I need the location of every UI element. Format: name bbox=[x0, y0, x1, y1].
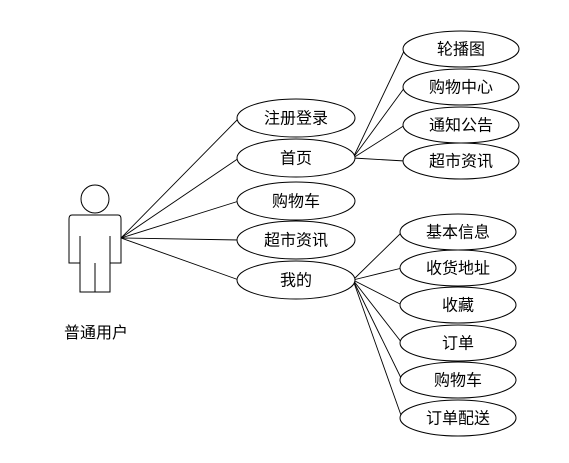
association-lines bbox=[120, 48, 406, 419]
use-case-market-news-label: 超市资讯 bbox=[429, 152, 493, 171]
use-case-mine: 我的 bbox=[236, 260, 356, 300]
use-case-address-ellipse bbox=[399, 249, 517, 287]
use-case-market-news-ellipse bbox=[402, 142, 520, 180]
use-case-favorites-ellipse bbox=[399, 286, 517, 324]
association-actor-home bbox=[120, 157, 240, 239]
use-case-news-label: 超市资讯 bbox=[264, 231, 328, 250]
actor-body bbox=[68, 214, 122, 293]
use-case-delivery-ellipse bbox=[399, 399, 517, 437]
association-actor-mine bbox=[120, 237, 240, 281]
use-case-shopping-center: 购物中心 bbox=[402, 68, 520, 106]
use-case-mine-cart-ellipse bbox=[399, 361, 517, 399]
use-case-favorites-label: 收藏 bbox=[442, 296, 474, 315]
use-case-basic-info-label: 基本信息 bbox=[426, 223, 490, 242]
use-case-delivery: 订单配送 bbox=[399, 399, 517, 437]
association-mine-mine-cart bbox=[352, 279, 403, 381]
use-case-home-label: 首页 bbox=[280, 149, 312, 168]
actor-head bbox=[80, 184, 110, 214]
use-case-orders: 订单 bbox=[399, 324, 517, 362]
use-case-notice: 通知公告 bbox=[402, 106, 520, 144]
association-actor-cart bbox=[120, 200, 240, 239]
association-mine-orders bbox=[352, 279, 403, 344]
use-case-market-news: 超市资讯 bbox=[402, 142, 520, 180]
use-case-address-label: 收货地址 bbox=[426, 259, 490, 278]
use-case-orders-ellipse bbox=[399, 324, 517, 362]
use-case-cart: 购物车 bbox=[236, 181, 356, 221]
association-mine-address bbox=[352, 267, 403, 281]
association-actor-news bbox=[120, 237, 240, 241]
use-case-basic-info: 基本信息 bbox=[399, 213, 517, 251]
use-case-favorites: 收藏 bbox=[399, 286, 517, 324]
association-home-market-news bbox=[352, 157, 406, 162]
association-home-notice bbox=[352, 124, 406, 159]
use-case-home: 首页 bbox=[236, 138, 356, 178]
use-case-notice-label: 通知公告 bbox=[429, 116, 493, 135]
use-case-register: 注册登录 bbox=[236, 98, 356, 138]
use-case-orders-label: 订单 bbox=[442, 334, 474, 353]
use-case-register-ellipse bbox=[236, 98, 356, 138]
actor-figure bbox=[68, 184, 122, 293]
use-case-mine-label: 我的 bbox=[280, 271, 312, 290]
association-home-shopping-center bbox=[352, 86, 406, 159]
use-case-news-ellipse bbox=[236, 220, 356, 260]
use-case-shopping-center-label: 购物中心 bbox=[429, 78, 493, 97]
use-case-carousel-label: 轮播图 bbox=[437, 40, 485, 59]
association-mine-delivery bbox=[352, 279, 403, 419]
use-case-address: 收货地址 bbox=[399, 249, 517, 287]
use-case-mine-ellipse bbox=[236, 260, 356, 300]
association-mine-favorites bbox=[352, 279, 403, 306]
use-case-register-label: 注册登录 bbox=[264, 109, 328, 128]
use-case-mine-cart: 购物车 bbox=[399, 361, 517, 399]
association-actor-register bbox=[120, 117, 240, 239]
use-case-cart-label: 购物车 bbox=[272, 192, 320, 211]
use-case-carousel: 轮播图 bbox=[402, 30, 520, 68]
use-case-nodes: 注册登录首页购物车超市资讯我的轮播图购物中心通知公告超市资讯基本信息收货地址收藏… bbox=[236, 30, 520, 437]
use-case-delivery-label: 订单配送 bbox=[426, 409, 490, 428]
use-case-cart-ellipse bbox=[236, 181, 356, 221]
actor-label: 普通用户 bbox=[64, 323, 128, 342]
use-case-shopping-center-ellipse bbox=[402, 68, 520, 106]
association-home-carousel bbox=[352, 48, 406, 159]
use-case-mine-cart-label: 购物车 bbox=[434, 371, 482, 390]
use-case-home-ellipse bbox=[236, 138, 356, 178]
use-case-carousel-ellipse bbox=[402, 30, 520, 68]
association-mine-basic-info bbox=[352, 231, 403, 281]
use-case-news: 超市资讯 bbox=[236, 220, 356, 260]
